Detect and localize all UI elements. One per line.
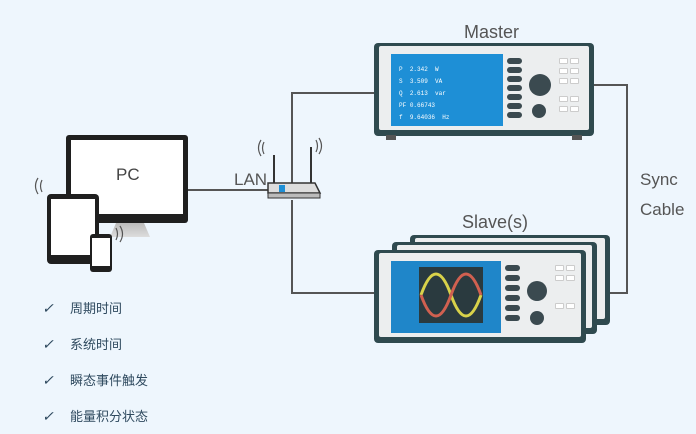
- softkey[interactable]: [505, 285, 520, 291]
- display-row: S 3.509 VA: [399, 78, 443, 85]
- display-row: PF 0.66743: [399, 102, 436, 109]
- check-icon: ✓: [42, 336, 54, 352]
- wifi-signal-icon: [115, 225, 124, 243]
- wifi-signal-icon: [315, 137, 323, 155]
- nav-pad[interactable]: [527, 281, 547, 301]
- softkey[interactable]: [505, 305, 520, 311]
- display-row: Q 2.613 var: [399, 90, 446, 97]
- softkey[interactable]: [505, 295, 520, 301]
- key-button[interactable]: [566, 303, 575, 309]
- softkey[interactable]: [505, 265, 520, 271]
- key-button[interactable]: [570, 68, 579, 74]
- master-label: Master: [464, 22, 520, 42]
- key-button[interactable]: [555, 275, 564, 281]
- key-button[interactable]: [570, 106, 579, 112]
- nav-pad[interactable]: [529, 74, 551, 96]
- feature-item: ✓周期时间: [42, 300, 123, 317]
- wifi-signal-icon: [257, 139, 265, 157]
- phone-screen: [92, 238, 110, 266]
- feature-item: ✓瞬态事件触发: [42, 372, 149, 389]
- tablet-screen: [51, 199, 95, 255]
- phone: [90, 234, 112, 272]
- rotary-knob[interactable]: [532, 104, 546, 118]
- lan-label: LAN: [234, 170, 268, 189]
- key-button[interactable]: [559, 68, 568, 74]
- display-row: f 9.64036 Hz: [399, 114, 450, 121]
- softkey[interactable]: [505, 315, 520, 321]
- key-button[interactable]: [555, 265, 564, 271]
- master-instrument[interactable]: P 2.342 W S 3.509 VA Q 2.613 var PF 0.66…: [374, 43, 594, 140]
- slave-instrument-front[interactable]: [374, 250, 586, 343]
- softkey[interactable]: [507, 103, 522, 109]
- master-screen: P 2.342 W S 3.509 VA Q 2.613 var PF 0.66…: [391, 54, 503, 126]
- key-button[interactable]: [570, 78, 579, 84]
- lan-slave-line: [291, 200, 378, 294]
- key-button[interactable]: [566, 265, 575, 271]
- key-button[interactable]: [570, 58, 579, 64]
- softkey[interactable]: [505, 275, 520, 281]
- softkey[interactable]: [507, 76, 522, 82]
- slaves-label: Slave(s): [462, 212, 529, 232]
- pc-label: PC: [116, 165, 140, 184]
- slave-screen: [391, 261, 501, 333]
- softkey[interactable]: [507, 67, 522, 73]
- check-icon: ✓: [42, 408, 54, 424]
- softkey[interactable]: [507, 85, 522, 91]
- display-row: P 2.342 W: [399, 66, 439, 73]
- waveform: [419, 267, 483, 323]
- sync-label-2: Cable: [640, 200, 685, 219]
- check-icon: ✓: [42, 300, 54, 316]
- lan-master-line: [291, 92, 378, 190]
- sync-cable-line: [592, 84, 628, 294]
- foot: [386, 135, 396, 140]
- key-button[interactable]: [559, 96, 568, 102]
- softkey[interactable]: [507, 94, 522, 100]
- key-button[interactable]: [555, 303, 564, 309]
- sync-label-1: Sync: [640, 170, 678, 189]
- key-button[interactable]: [559, 78, 568, 84]
- key-button[interactable]: [566, 275, 575, 281]
- key-button[interactable]: [559, 106, 568, 112]
- wave-red: [419, 272, 483, 318]
- check-icon: ✓: [42, 372, 54, 388]
- wifi-signal-icon: [34, 177, 43, 195]
- key-button[interactable]: [570, 96, 579, 102]
- pc-monitor: PC: [66, 135, 188, 223]
- rotary-knob[interactable]: [530, 311, 544, 325]
- foot: [572, 135, 582, 140]
- feature-item: ✓系统时间: [42, 336, 123, 353]
- softkey[interactable]: [507, 58, 522, 64]
- key-button[interactable]: [559, 58, 568, 64]
- feature-item: ✓能量积分状态: [42, 408, 149, 425]
- softkey[interactable]: [507, 112, 522, 118]
